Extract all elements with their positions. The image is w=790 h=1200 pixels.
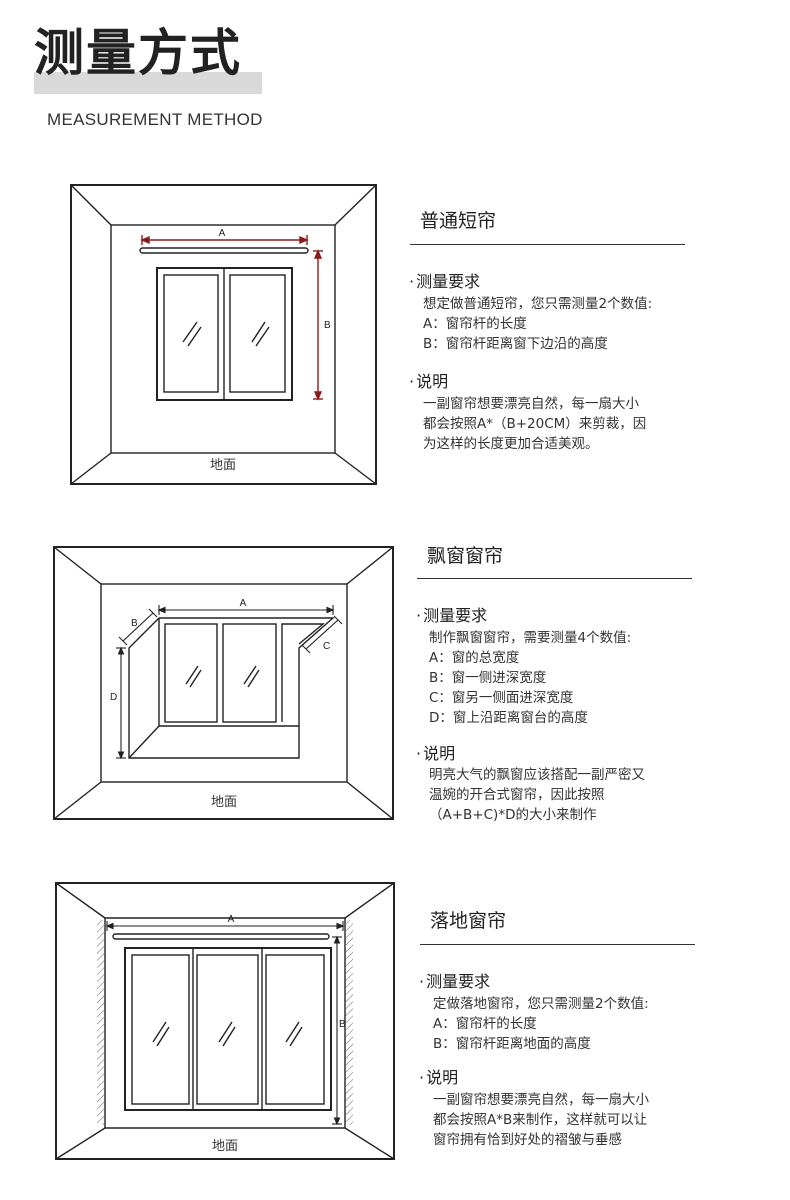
diagram-bay-window: A B C D 地面 [53, 546, 395, 822]
page-subtitle: MEASUREMENT METHOD [47, 110, 263, 129]
diagram-short-curtain: A B 地面 [70, 184, 378, 486]
note-text: 一副窗帘想要漂亮自然，每一扇大小 都会按照A*B来制作，这样就可以让 窗帘拥有恰… [433, 1092, 649, 1148]
requirement-heading: ·测量要求 [416, 606, 488, 625]
dim-label-b: B [339, 1019, 346, 1030]
section-divider [420, 944, 695, 945]
floor-label: 地面 [210, 458, 236, 473]
dim-label-c: C [323, 641, 330, 652]
note-heading: ·说明 [409, 372, 449, 391]
note-text: 一副窗帘想要漂亮自然，每一扇大小 都会按照A*（B+20CM）来剪裁，因 为这样… [423, 396, 647, 452]
requirement-text: 定做落地窗帘，您只需测量2个数值: A：窗帘杆的长度 B：窗帘杆距离地面的高度 [433, 996, 649, 1052]
section-title: 普通短帘 [420, 210, 497, 232]
dim-label-a: A [219, 228, 226, 239]
section-title: 飘窗窗帘 [427, 545, 504, 567]
note-heading: ·说明 [419, 1068, 459, 1087]
floor-label: 地面 [212, 1139, 238, 1154]
requirement-heading: ·测量要求 [419, 972, 491, 991]
section-divider [417, 578, 692, 579]
requirement-text: 制作飘窗窗帘，需要测量4个数值: A：窗的总宽度 B：窗一侧进深宽度 C：窗另一… [429, 630, 632, 726]
title-underlay [34, 72, 262, 94]
dim-label-a: A [240, 598, 247, 609]
requirement-text: 想定做普通短帘，您只需测量2个数值: A：窗帘杆的长度 B：窗帘杆距离窗下边沿的… [423, 296, 653, 352]
note-heading: ·说明 [416, 744, 456, 763]
dim-label-d: D [110, 692, 117, 703]
section-divider [410, 244, 685, 245]
dim-label-a: A [228, 914, 235, 925]
dim-label-b: B [324, 320, 331, 331]
floor-label: 地面 [211, 795, 237, 810]
section-title: 落地窗帘 [430, 910, 507, 932]
note-text: 明亮大气的飘窗应该搭配一副严密又 温婉的开合式窗帘，因此按照 （A+B+C)*D… [429, 767, 645, 823]
requirement-heading: ·测量要求 [409, 272, 481, 291]
diagram-floor-curtain: A B 地面 [55, 882, 397, 1162]
dim-label-b: B [131, 618, 138, 629]
page-title: 测量方式 [34, 24, 242, 82]
